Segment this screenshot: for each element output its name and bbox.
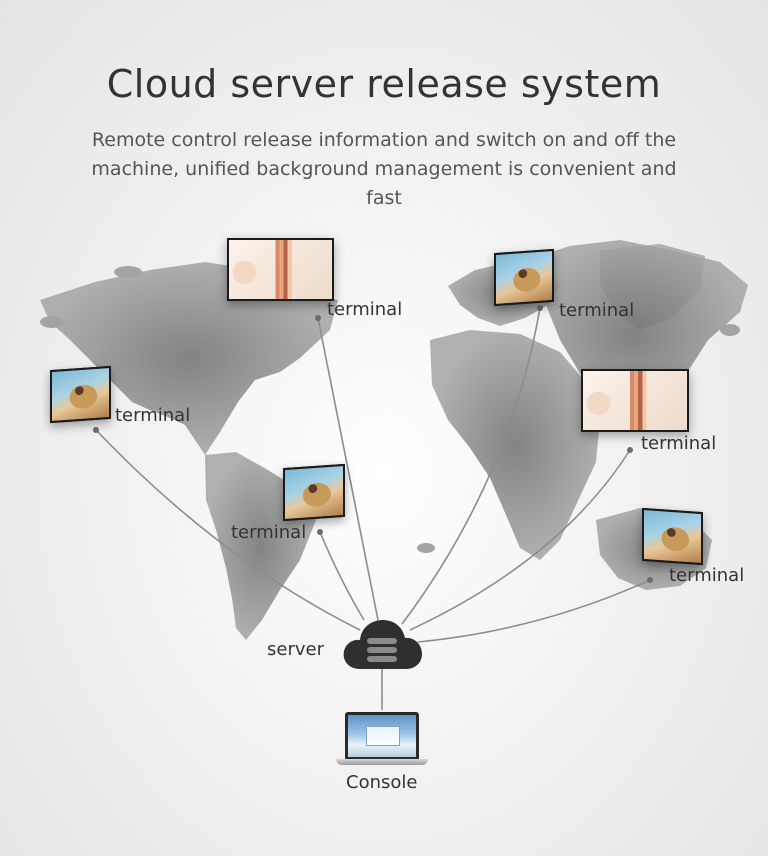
terminal-label: terminal: [327, 299, 403, 320]
terminal-image: [52, 368, 109, 421]
endpoint-dot: [93, 427, 99, 433]
terminal-image: [496, 251, 552, 304]
link-terminal-2: [317, 317, 379, 621]
page-title: Cloud server release system: [106, 62, 662, 106]
server-label: server: [267, 639, 324, 660]
link-terminal-1: [95, 429, 361, 631]
link-terminal-6: [417, 579, 651, 643]
terminal-label: terminal: [641, 433, 717, 454]
endpoint-dot: [315, 315, 321, 321]
endpoint-dot: [627, 447, 633, 453]
continent-asia: [520, 240, 748, 430]
connection-lines: [95, 307, 651, 710]
link-terminal-3: [401, 307, 541, 625]
terminal-screen: [283, 463, 345, 522]
terminal-label: terminal: [115, 405, 191, 426]
continent-africa: [430, 330, 600, 560]
terminal-screen: [642, 507, 703, 566]
island: [417, 543, 435, 553]
link-endpoints: [93, 305, 653, 583]
endpoint-dot: [317, 529, 323, 535]
laptop-base: [336, 759, 428, 765]
terminal-image: [229, 240, 332, 299]
terminal-screen: [581, 369, 689, 432]
link-terminal-5: [409, 449, 631, 631]
terminal-label: terminal: [669, 565, 745, 586]
server-cloud-icon: [343, 620, 422, 669]
terminal-label: terminal: [559, 300, 635, 321]
terminal-label: terminal: [231, 522, 307, 543]
island: [720, 324, 740, 336]
login-box: [366, 726, 400, 746]
endpoint-dot: [647, 577, 653, 583]
terminal-image: [285, 465, 343, 520]
terminal-screen: [227, 238, 334, 301]
terminal-image: [583, 371, 687, 430]
terminal-image: [644, 510, 701, 563]
page-subtitle: Remote control release information and s…: [91, 129, 677, 209]
continent-north-america: [40, 262, 338, 455]
console-label: Console: [346, 772, 418, 793]
terminal-screen: [50, 365, 111, 424]
island: [114, 266, 142, 278]
endpoint-dot: [537, 305, 543, 311]
link-terminal-4: [319, 531, 365, 621]
island: [40, 316, 64, 328]
terminal-screen: [494, 248, 554, 307]
